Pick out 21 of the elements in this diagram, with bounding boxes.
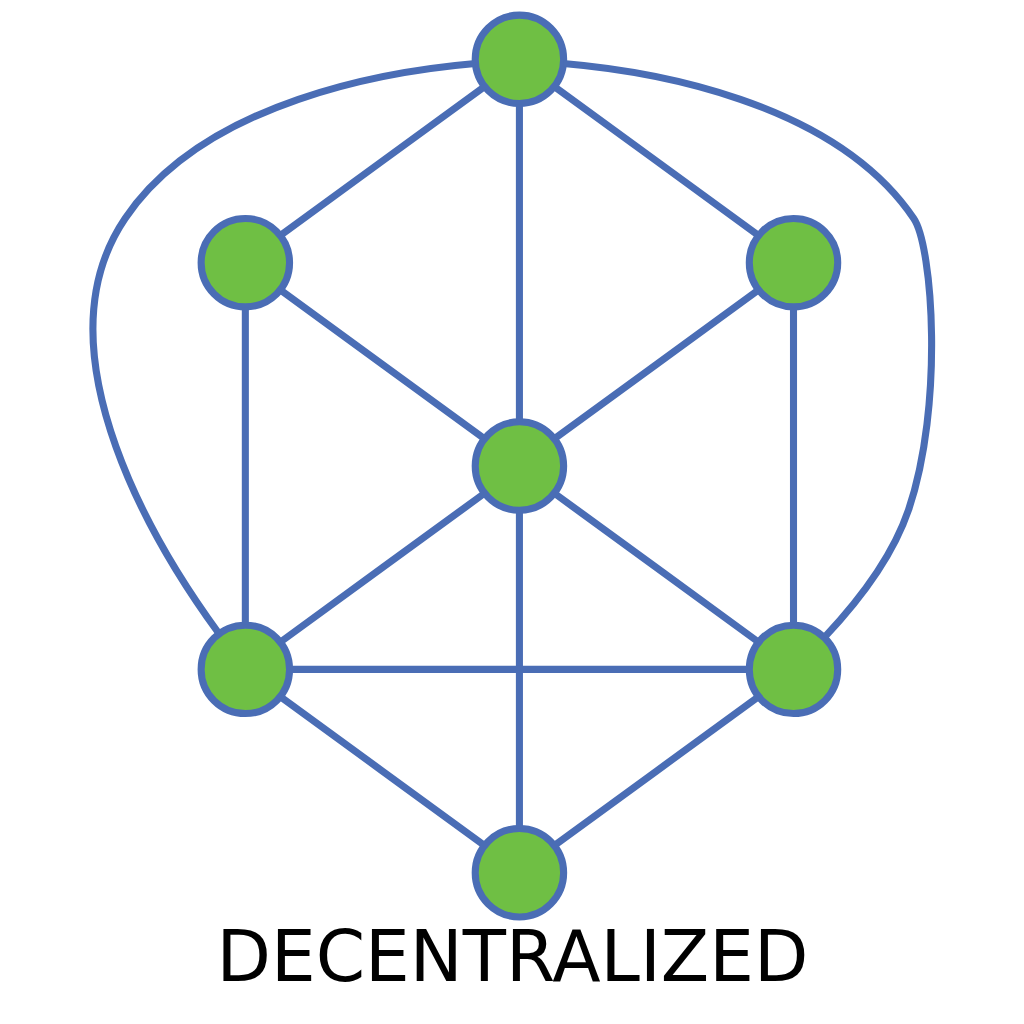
- connector: [515, 104, 523, 422]
- connector: [552, 83, 760, 239]
- connector: [277, 490, 486, 645]
- connector: [278, 694, 486, 849]
- connector: [277, 83, 486, 239]
- node-circle: [471, 825, 567, 921]
- connector: [89, 59, 476, 636]
- diagram-title: DECENTRALIZED: [216, 914, 808, 998]
- connector: [551, 694, 760, 849]
- node-circle: [745, 621, 841, 718]
- connector: [515, 510, 523, 829]
- node-circle: [197, 621, 293, 718]
- node-circle: [745, 214, 841, 311]
- node-circle: [471, 418, 567, 514]
- node-circle: [197, 214, 293, 311]
- connector: [289, 665, 749, 673]
- connector: [789, 307, 797, 625]
- node-circle: [471, 11, 567, 108]
- connector: [552, 490, 760, 645]
- connector: [241, 307, 249, 625]
- connector: [278, 287, 486, 442]
